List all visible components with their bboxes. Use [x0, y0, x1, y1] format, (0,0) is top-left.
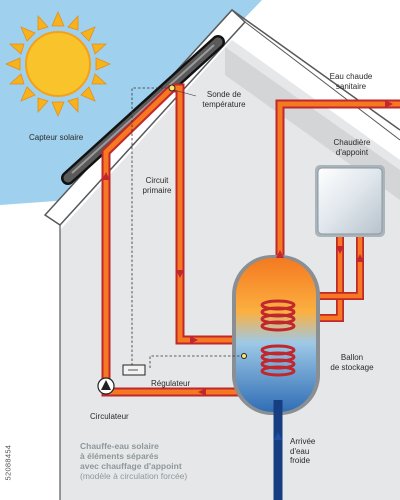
- flow-arrow-icon: [102, 100, 393, 440]
- circulator-label: Circulateur: [90, 412, 129, 421]
- regulator-box-icon: [122, 364, 146, 376]
- sun-icon: [4, 10, 112, 118]
- sensor-label: Sonde de température: [195, 90, 253, 109]
- cold-water-label-line-3: froide: [290, 456, 311, 465]
- sensor-label-line-1: Sonde de: [206, 90, 242, 99]
- caption-subtitle: (modèle à circulation forcée): [80, 471, 188, 481]
- boiler-label: Chaudière d'appoint: [320, 138, 384, 157]
- cold-water-label: Arrivée d'eau froide: [290, 437, 315, 466]
- collector-label: Capteur solaire: [29, 133, 84, 142]
- sensor-label-line-2: température: [202, 99, 246, 109]
- caption-line-3: avec chauffage d'appoint: [80, 461, 182, 471]
- hot-water-label: Eau chaude sanitaire: [320, 72, 382, 91]
- tank-label-line-2: de stockage: [330, 362, 374, 372]
- regulator-label: Régulateur: [151, 379, 191, 388]
- stock-id-text: 52088454: [3, 444, 13, 481]
- storage-tank: [232, 255, 320, 415]
- primary-circuit-label: Circuit primaire: [137, 176, 177, 195]
- temperature-sensor-icon: [168, 84, 247, 359]
- hot-water-label-line-2: sanitaire: [335, 81, 367, 91]
- cold-water-label-line-1: Arrivée: [290, 437, 316, 446]
- control-wiring: [131, 87, 244, 368]
- boiler-label-line-1: Chaudière: [333, 138, 371, 147]
- leader-lines: [173, 89, 197, 97]
- tank-label: Ballon de stockage: [324, 353, 380, 372]
- primary-circuit-label-line-2: primaire: [142, 185, 172, 195]
- cold-water-label-line-2: d'eau: [290, 446, 310, 456]
- caption-line-1: Chauffe-eau solaire: [80, 441, 159, 451]
- pump-icon: [97, 377, 115, 395]
- boiler-label-line-2: d'appoint: [335, 147, 369, 157]
- stock-id: 52088454: [2, 380, 14, 490]
- boiler-icon: [315, 165, 385, 237]
- primary-circuit-label-line-1: Circuit: [145, 176, 169, 185]
- hot-water-label-line-1: Eau chaude: [329, 72, 373, 81]
- hot-water-line: [275, 99, 400, 262]
- tank-label-line-1: Ballon: [340, 353, 364, 362]
- caption-line-2: à éléments séparés: [80, 451, 159, 461]
- diagram-caption: Chauffe-eau solaire à éléments séparés a…: [80, 441, 280, 481]
- heat-exchanger-coil: [260, 299, 296, 377]
